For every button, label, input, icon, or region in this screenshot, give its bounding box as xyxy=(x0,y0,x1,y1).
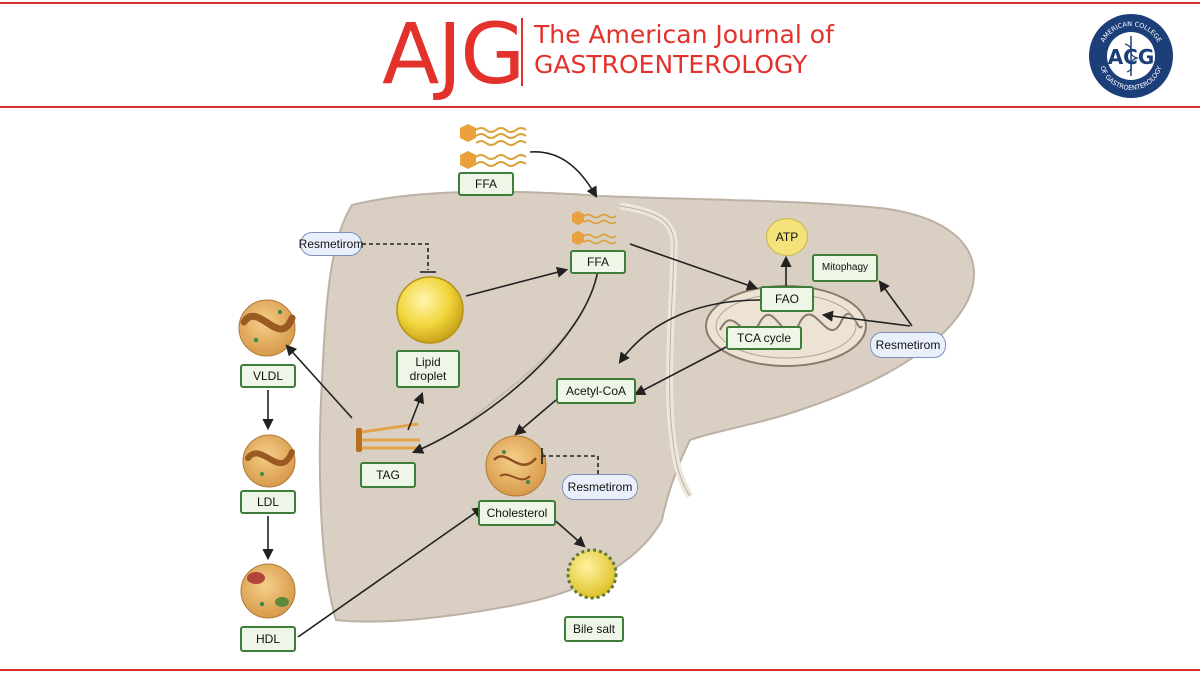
bile-salt-icon xyxy=(566,548,618,600)
hdl-particle-icon xyxy=(240,563,296,619)
header-top-rule xyxy=(0,2,1200,4)
ldl-particle-icon xyxy=(242,434,296,488)
mitophagy-label: Mitophagy xyxy=(812,254,878,282)
logo-divider xyxy=(521,18,523,86)
inhibition-lines xyxy=(362,243,599,474)
acg-seal-logo: AMERICAN COLLEGE OF GASTROENTEROLOGY ACG xyxy=(1089,14,1173,98)
ajg-logo: AJG xyxy=(382,5,525,103)
vldl-particle-icon xyxy=(238,299,296,357)
ffa-molecule-icon xyxy=(460,124,527,169)
fao-label: FAO xyxy=(760,286,814,312)
cholesterol-label: Cholesterol xyxy=(478,500,556,526)
acetyl-coa-label: Acetyl-CoA xyxy=(556,378,636,404)
tag-molecule-icon xyxy=(356,422,420,452)
journal-header: AJG The American Journal of GASTROENTERO… xyxy=(0,0,1200,110)
resmetirom-cholesterol-node: Resmetirom xyxy=(562,474,638,500)
footer-rule xyxy=(0,669,1200,671)
cholesterol-particle-icon xyxy=(485,435,547,497)
vldl-label: VLDL xyxy=(240,364,296,388)
resmetirom-lipid-node: Resmetirom xyxy=(299,232,363,256)
resmetirom-mitochondria-node: Resmetirom xyxy=(870,332,946,358)
pathway-arrows xyxy=(262,151,913,638)
bile-salt-label: Bile salt xyxy=(564,616,624,642)
ffa-liver-molecule-icon xyxy=(572,211,617,245)
ldl-label: LDL xyxy=(240,490,296,514)
tca-cycle-label: TCA cycle xyxy=(726,326,802,350)
atp-node: ATP xyxy=(766,218,808,256)
header-bottom-rule xyxy=(0,106,1200,108)
hdl-label: HDL xyxy=(240,626,296,652)
ffa-top-label: FFA xyxy=(458,172,514,196)
lipid-droplet-icon xyxy=(396,276,464,344)
tag-label: TAG xyxy=(360,462,416,488)
lipid-droplet-label: Lipid droplet xyxy=(396,350,460,388)
journal-title-line1: The American Journal of xyxy=(534,20,834,49)
journal-title-line2: GASTROENTEROLOGY xyxy=(534,50,808,79)
ffa-liver-label: FFA xyxy=(570,250,626,274)
